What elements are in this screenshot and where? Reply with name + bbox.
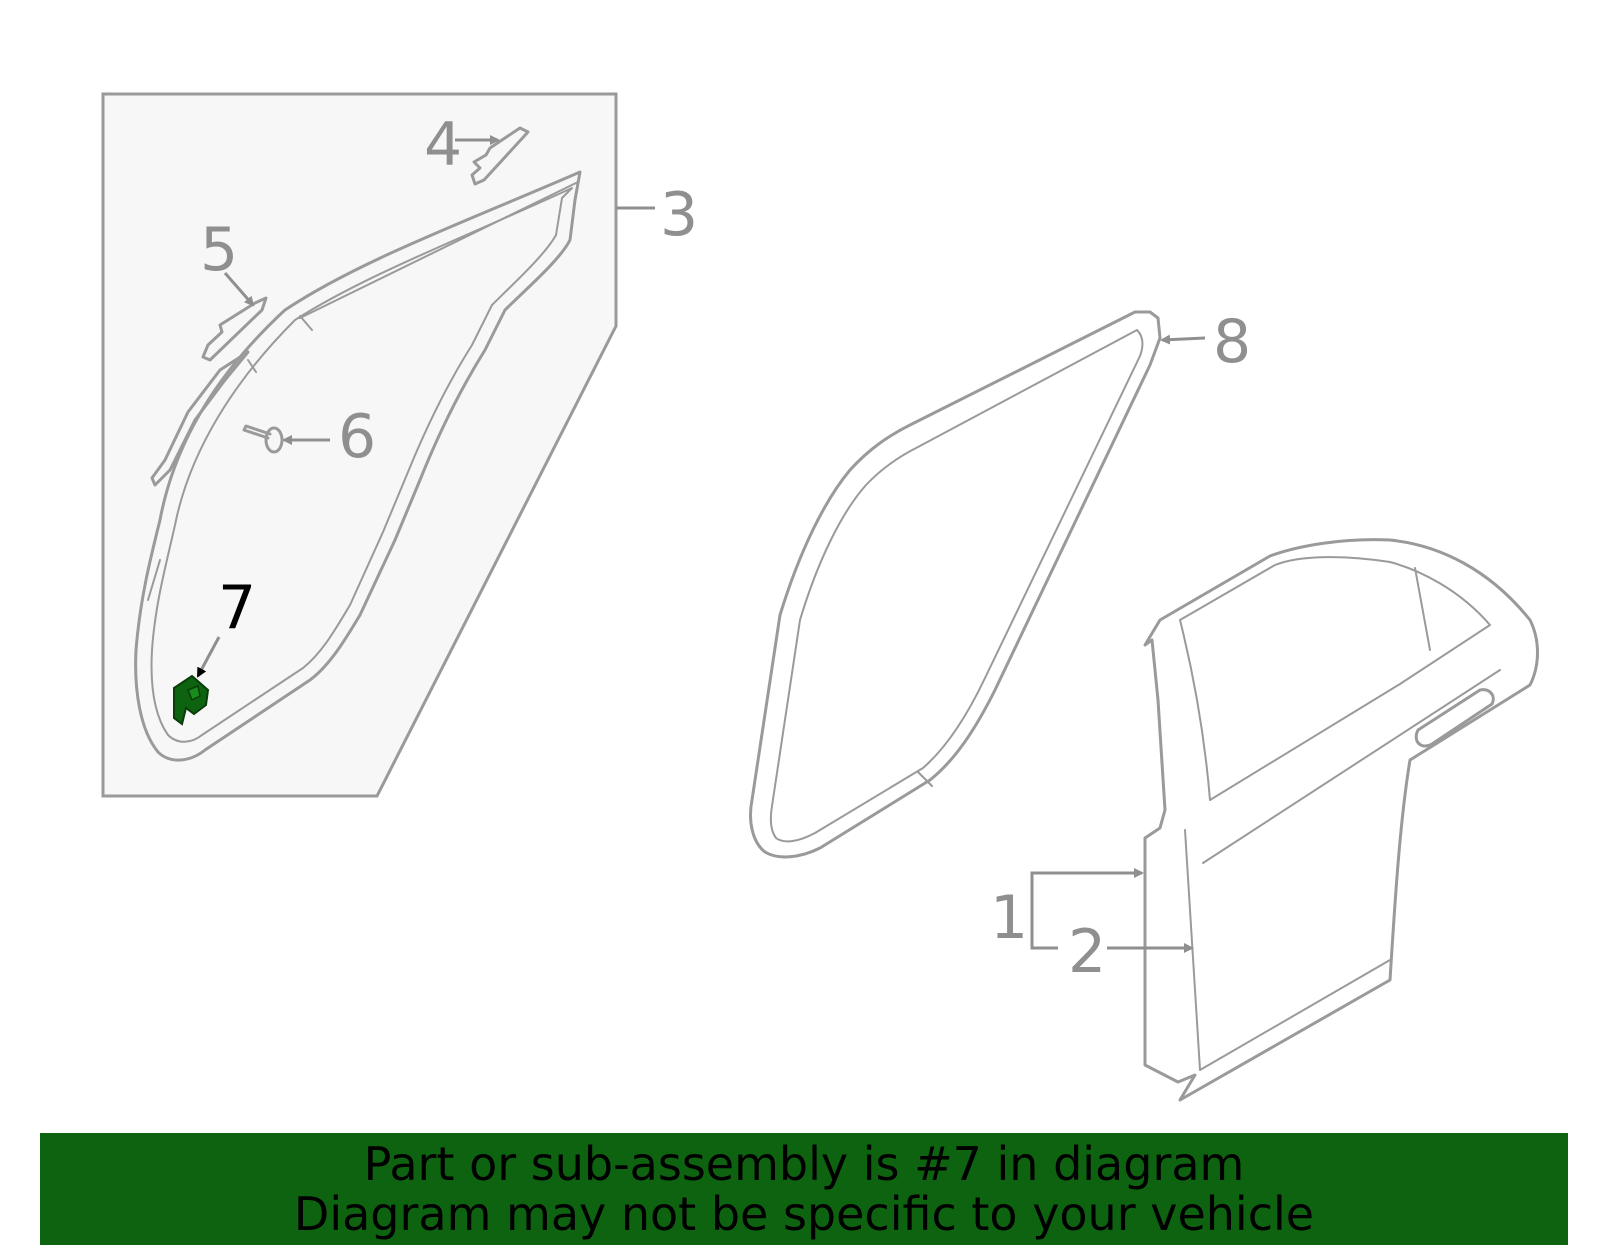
weatherstrip-part-3 (134, 170, 582, 762)
callout-6: 6 (338, 402, 376, 472)
callout-4: 4 (424, 110, 462, 180)
banner-line-2: Diagram may not be specific to your vehi… (293, 1187, 1315, 1241)
callout-3: 3 (660, 180, 698, 250)
clip-part-4 (470, 126, 530, 186)
highlighted-part-7 (173, 674, 210, 726)
window-run-part-8 (749, 310, 1162, 859)
callout-2: 2 (1068, 917, 1106, 987)
banner-line-1: Part or sub-assembly is #7 in diagram (363, 1137, 1245, 1191)
info-banner: Part or sub-assembly is #7 in diagram Di… (40, 1133, 1568, 1245)
inset-panel (101, 92, 618, 798)
callout-1: 1 (990, 883, 1028, 953)
callout-7: 7 (218, 573, 256, 643)
callout-5: 5 (200, 215, 238, 285)
trim-strip-part-5 (150, 296, 268, 487)
door-shell-parts-1-2 (1143, 538, 1539, 1102)
callout-8: 8 (1213, 307, 1251, 377)
